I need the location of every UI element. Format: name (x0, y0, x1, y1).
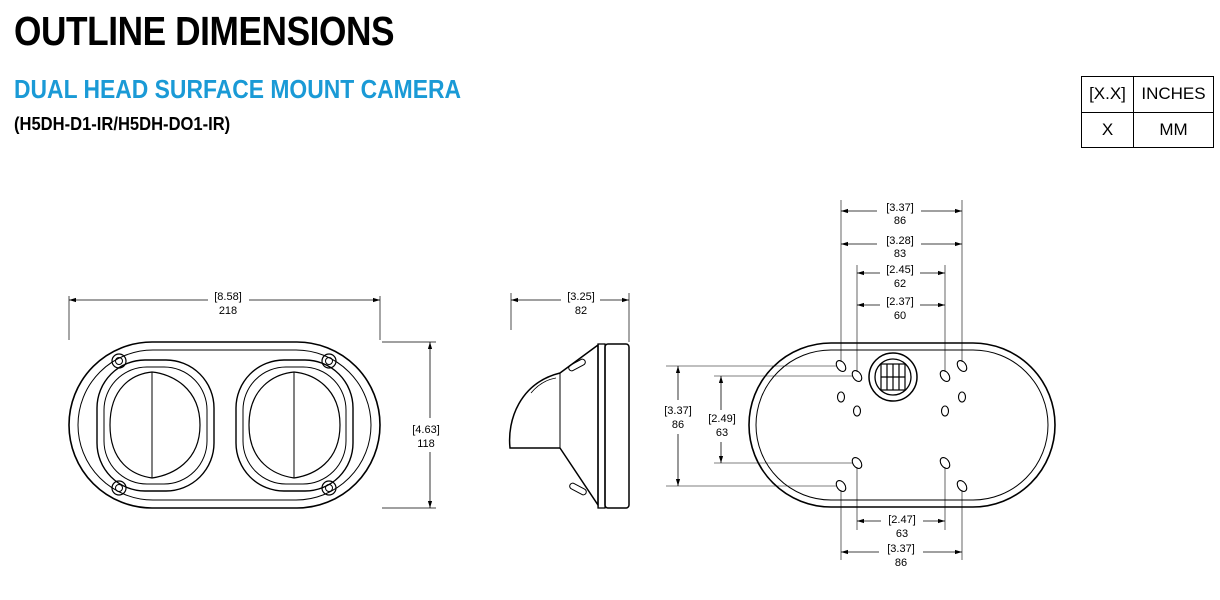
right-lens-right (293, 371, 341, 479)
side-depth-mm: 82 (575, 305, 587, 317)
side-depth-in: [3.25] (567, 291, 595, 303)
base-bottom-dim-2-in: [3.37] (887, 543, 915, 555)
screw-icon (321, 353, 337, 369)
base-top-dim-1-in: [3.37] (886, 202, 914, 214)
base-view (666, 200, 1056, 560)
cable-entry-icon (868, 352, 918, 402)
dome-outline (508, 372, 561, 449)
side-view (508, 293, 630, 509)
front-height-in: [4.63] (412, 424, 440, 436)
screw-icon (321, 480, 337, 496)
front-view (68, 296, 436, 509)
right-head-inner (242, 366, 347, 485)
base-top-dim-2-in: [3.28] (886, 235, 914, 247)
front-housing-inner (77, 349, 372, 501)
side-slot (568, 358, 586, 372)
front-housing-outline (68, 341, 381, 509)
base-left-dim-2-mm: 63 (716, 427, 728, 439)
base-left-dim-2-in: [2.49] (708, 413, 736, 425)
base-bottom-dim-2-mm: 86 (895, 557, 907, 569)
left-lens-left (109, 371, 153, 479)
base-top-dim-3-mm: 62 (894, 278, 906, 290)
product-subtitle: DUAL HEAD SURFACE MOUNT CAMERA (14, 74, 462, 104)
front-height-mm: 118 (417, 438, 435, 450)
base-top-dim-2-mm: 83 (894, 248, 906, 260)
side-housing (559, 343, 599, 508)
base-top-dim-4-mm: 60 (894, 310, 906, 322)
mount-holes (835, 360, 968, 492)
model-numbers: (H5DH-D1-IR/H5DH-DO1-IR) (14, 114, 231, 134)
left-head-inner (103, 366, 208, 485)
side-slot (569, 482, 587, 496)
base-left-dim-1-mm: 86 (672, 419, 684, 431)
base-bottom-dim-1-in: [2.47] (888, 514, 916, 526)
inches-label: INCHES (1133, 76, 1214, 113)
base-bottom-dim-1-mm: 63 (896, 528, 908, 540)
screw-icon (111, 353, 127, 369)
base-top-dim-1-mm: 86 (894, 215, 906, 227)
base-top-dim-3-in: [2.45] (886, 264, 914, 276)
base-left-dim-1-in: [3.37] (664, 405, 692, 417)
mount-plate (604, 343, 630, 509)
left-lens-right (151, 371, 201, 479)
left-head-ring (96, 359, 215, 492)
front-width-in: [8.58] (214, 291, 242, 303)
units-legend: [X.X] INCHES X MM (1081, 76, 1214, 148)
screw-icon (111, 480, 127, 496)
base-inner (755, 349, 1049, 501)
page-title: OUTLINE DIMENSIONS (14, 8, 395, 54)
inches-symbol: [X.X] (1081, 76, 1134, 113)
right-head-ring (235, 359, 354, 492)
base-outline (748, 342, 1056, 508)
base-top-dim-4-in: [2.37] (886, 296, 914, 308)
front-width-mm: 218 (219, 305, 237, 317)
right-lens-left (248, 371, 295, 479)
mm-label: MM (1133, 111, 1214, 148)
